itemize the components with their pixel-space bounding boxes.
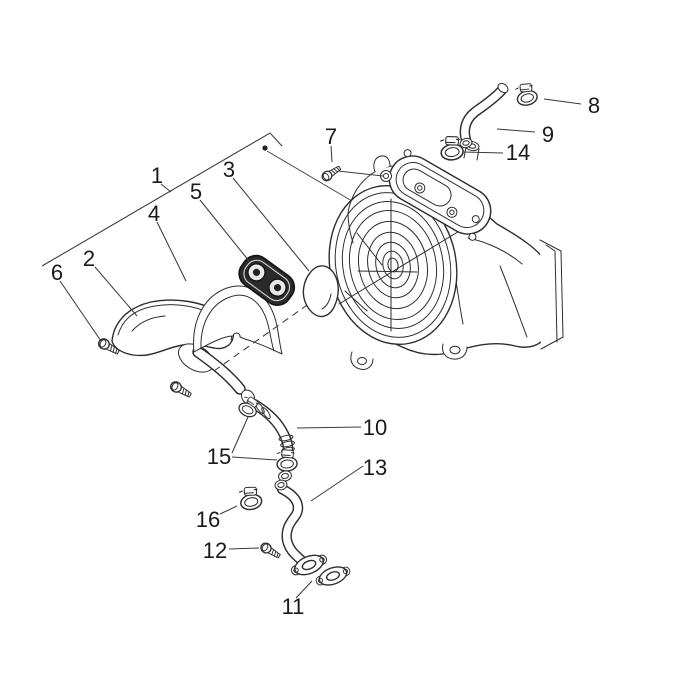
callout-16: 16	[196, 507, 220, 532]
foot-hole	[449, 345, 461, 355]
callout-12: 12	[203, 538, 227, 563]
inlet-cover-part	[302, 265, 339, 318]
screw-6b	[168, 379, 194, 401]
callout-1: 1	[151, 163, 163, 188]
screw-12	[258, 540, 283, 561]
assembly-bracket-line	[41, 132, 283, 267]
breather-hose-part	[459, 82, 509, 149]
callout-13: 13	[363, 455, 387, 480]
explosion-axis-dashed-line	[213, 280, 342, 372]
callout-11: 11	[282, 594, 305, 619]
engine-cover-part	[328, 140, 564, 370]
callout-2: 2	[83, 246, 95, 271]
callout-4: 4	[148, 201, 160, 226]
fan-grille	[328, 184, 458, 346]
callout-3: 3	[223, 157, 235, 182]
joint-ring	[278, 470, 292, 482]
leader-lines	[41, 98, 582, 599]
cover-top-opening	[388, 149, 492, 241]
screw-boss	[373, 155, 392, 182]
callout-15: 15	[207, 444, 231, 469]
callout-6: 6	[51, 260, 63, 285]
gasket-part	[193, 285, 283, 355]
assembly-dot	[262, 145, 268, 151]
callout-10: 10	[363, 415, 387, 440]
hose-stub	[463, 140, 480, 161]
reed-valve-plate-part	[238, 254, 296, 306]
callout-8: 8	[588, 93, 600, 118]
callout-9: 9	[542, 122, 554, 147]
callout-labels: 1 2 3 4 5 6 7 8 9 10 11 12 13 14 15 16	[51, 93, 600, 619]
screw-7	[319, 163, 343, 184]
callout-14: 14	[506, 140, 530, 165]
hose-clamp-15b	[275, 447, 299, 473]
hose-clamp-8	[513, 80, 540, 109]
callout-5: 5	[190, 179, 202, 204]
callout-7: 7	[325, 124, 337, 149]
air-pipe-part	[274, 479, 312, 570]
hose-clamp-16	[236, 483, 264, 513]
